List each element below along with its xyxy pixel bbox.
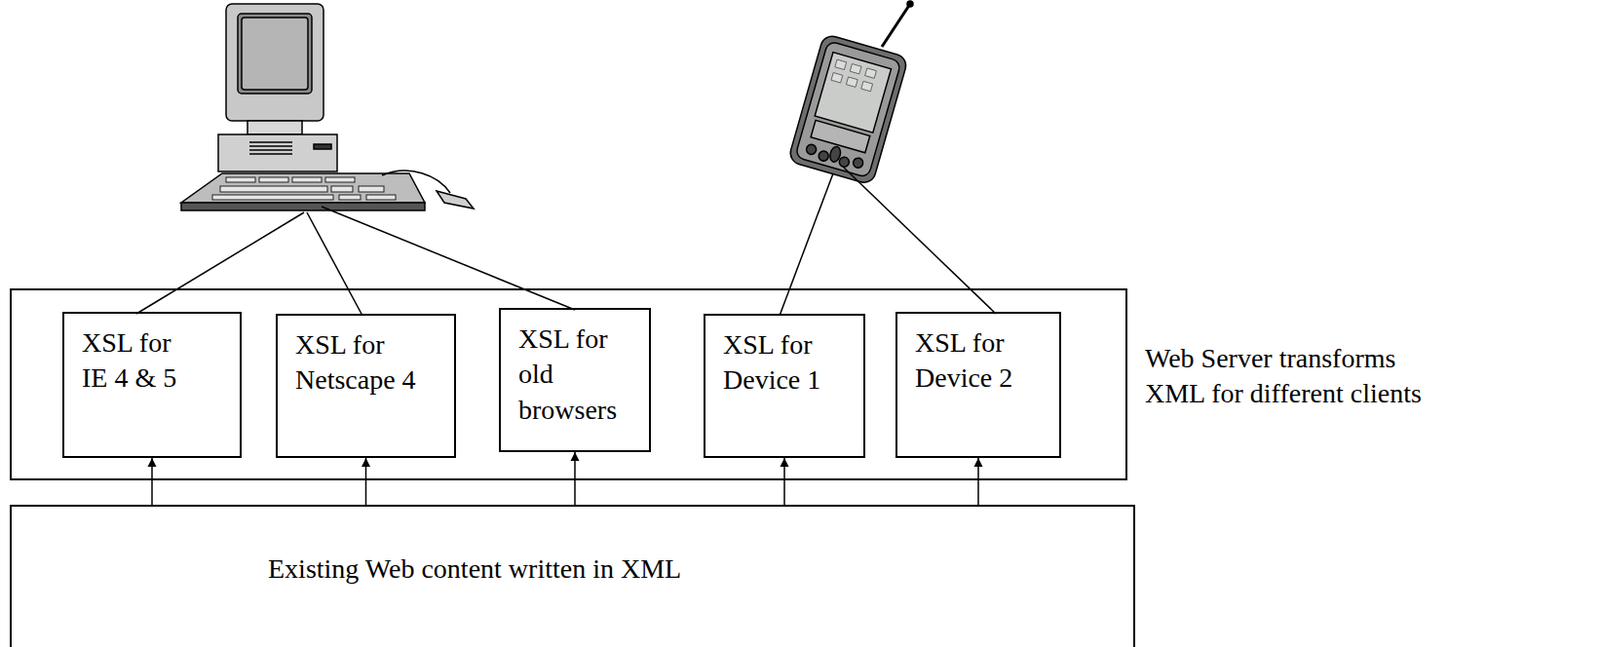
box-label: Existing Web content written in XML	[267, 551, 1067, 587]
flow-arrow	[365, 457, 368, 505]
flow-arrow	[977, 457, 980, 505]
content-box: Existing Web content written in XML	[9, 504, 1136, 647]
xsl-box: XSL for Device 1	[703, 313, 866, 458]
xsl-box: XSL for IE 4 & 5	[62, 311, 242, 458]
server-box: Web Server transforms XML for different …	[9, 288, 1128, 481]
box-label: XSL for IE 4 & 5	[81, 325, 184, 397]
box-label: XSL for Netscape 4	[295, 327, 424, 399]
xsl-box: XSL for Device 2	[895, 311, 1062, 458]
box-label: XSL for Device 2	[914, 325, 1025, 397]
desktop-computer	[181, 3, 474, 211]
box-label: XSL for old browsers	[518, 321, 640, 428]
flow-arrow	[783, 457, 786, 505]
flow-arrow	[573, 452, 576, 505]
flow-arrow	[151, 457, 153, 505]
client-line	[136, 167, 996, 316]
xsl-box: XSL for old browsers	[498, 307, 651, 453]
box-label: XSL for Device 1	[723, 327, 833, 399]
xsl-box: XSL for Netscape 4	[275, 313, 457, 458]
handheld-device	[787, 0, 914, 186]
server-label: Web Server transforms XML for different …	[1144, 341, 1438, 413]
